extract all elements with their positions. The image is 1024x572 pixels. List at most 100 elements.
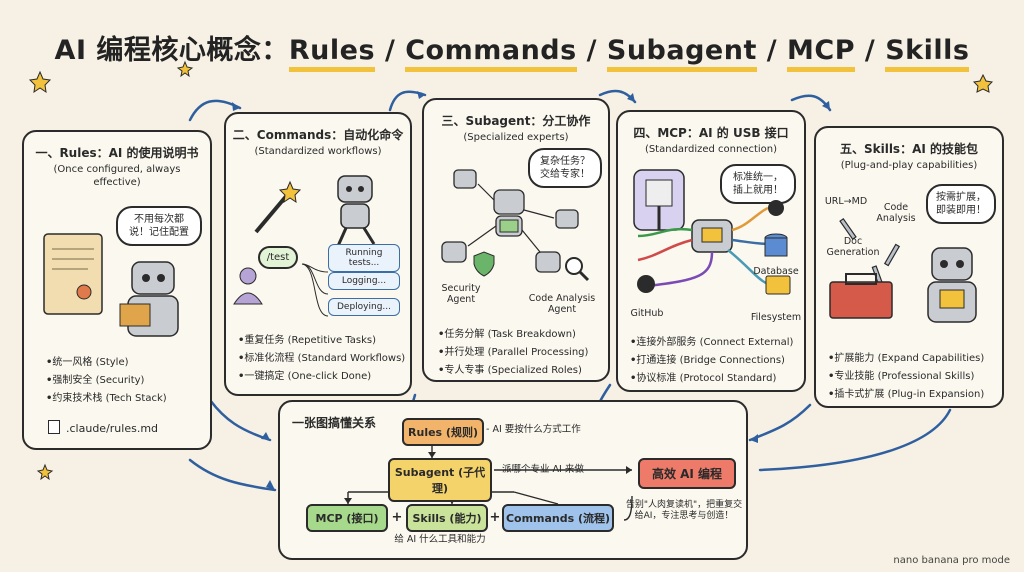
list-item: 连接外部服务 (Connect External) xyxy=(630,334,793,352)
magnifier-icon xyxy=(565,257,583,275)
tool-label-doc-generation: Doc Generation xyxy=(826,236,880,259)
flow-arrow xyxy=(748,403,812,442)
title-rules: Rules xyxy=(288,35,376,72)
title-commands: Commands xyxy=(405,35,577,72)
plus-sign: + xyxy=(391,510,403,525)
summary-commands-box: Commands (流程) xyxy=(502,504,614,532)
list-item: 扩展能力 (Expand Capabilities) xyxy=(828,350,984,368)
card-mcp: 四、MCP：AI 的 USB 接口 (Standardized connecti… xyxy=(616,110,806,392)
summary-rules-note: - AI 要按什么方式工作 xyxy=(486,424,581,435)
star-icon xyxy=(28,70,52,94)
connector-label-database: Database xyxy=(753,266,799,277)
step-pill: Running tests... xyxy=(328,244,400,272)
toolbox-icon xyxy=(829,273,893,319)
page-title: AI 编程核心概念：Rules / Commands / Subagent / … xyxy=(0,28,1024,72)
card-subagent-subtitle: (Specialized experts) xyxy=(463,132,569,143)
subagent-illustration xyxy=(441,169,590,282)
card-mcp-title: 四、MCP：AI 的 USB 接口 xyxy=(633,126,789,140)
arrow-head xyxy=(627,93,635,102)
list-item: 统一风格 (Style) xyxy=(46,354,167,372)
robot-icon xyxy=(453,169,477,189)
list-item: 协议标准 (Protocol Standard) xyxy=(630,370,793,388)
folder-icon xyxy=(765,275,791,295)
list-item: 一键搞定 (One-click Done) xyxy=(238,368,405,386)
summary-result-box: 高效 AI 编程 xyxy=(638,458,736,489)
list-item: 强制安全 (Security) xyxy=(46,372,167,390)
step-pill: Logging... xyxy=(328,272,400,290)
robot-icon xyxy=(336,175,376,247)
watermark: nano banana pro mode xyxy=(893,555,1010,566)
rules-file-path: .claude/rules.md xyxy=(66,422,159,435)
mcp-bullet-list: 连接外部服务 (Connect External) 打通连接 (Bridge C… xyxy=(630,334,793,388)
connector-label-github: GitHub xyxy=(630,308,664,319)
list-item: 约束技术栈 (Tech Stack) xyxy=(46,390,166,408)
plus-sign: + xyxy=(489,510,501,525)
title-subagent: Subagent xyxy=(606,35,757,72)
shield-icon xyxy=(473,251,495,277)
scroll-icon xyxy=(43,233,103,315)
summary-result-note: 告别"人肉复读机"，把重复交给AI，专注思考与创造！ xyxy=(625,500,743,521)
robot-icon xyxy=(535,251,561,273)
title-sep: / xyxy=(756,35,788,66)
card-rules-title: 一、Rules：AI 的使用说明书 xyxy=(35,146,199,160)
list-item: 插卡式扩展 (Plug-in Expansion) xyxy=(828,386,984,404)
usb-plug-icon xyxy=(633,169,685,231)
robot-icon xyxy=(927,247,977,323)
list-item: 打通连接 (Bridge Connections) xyxy=(630,352,793,370)
skills-speech-bubble: 按需扩展，即装即用！ xyxy=(926,184,996,224)
robot-icon xyxy=(555,209,579,229)
card-mcp-subtitle: (Standardized connection) xyxy=(644,144,778,155)
summary-skills-box: Skills (能力) xyxy=(406,504,488,532)
card-rules: 一、Rules：AI 的使用说明书 (Once configured, alwa… xyxy=(22,130,212,450)
connector-label-filesystem: Filesystem xyxy=(750,312,802,323)
card-commands-title: 二、Commands：自动化命令 xyxy=(232,128,404,142)
rules-file: .claude/rules.md xyxy=(48,420,158,435)
skills-illustration xyxy=(829,218,977,323)
github-icon xyxy=(637,275,655,293)
command-flow xyxy=(233,263,329,317)
mcp-illustration xyxy=(633,169,791,295)
list-item: 任务分解 (Task Breakdown) xyxy=(438,326,588,344)
flow-arrow xyxy=(188,458,277,492)
subagent-speech-bubble: 复杂任务？交给专家！ xyxy=(528,148,602,188)
star-icon xyxy=(972,73,994,93)
list-item: 并行处理 (Parallel Processing) xyxy=(438,344,588,362)
summary-bottom-note: 给 AI 什么工具和能力 xyxy=(394,534,486,545)
rules-speech-bubble: 不用每次都说！记住配置 xyxy=(116,206,202,246)
summary-mcp-box: MCP (接口) xyxy=(306,504,388,532)
card-skills-title: 五、Skills：AI 的技能包 xyxy=(839,142,979,156)
summary-subagent-box: Subagent (子代理) xyxy=(388,458,492,502)
arrow-head xyxy=(232,102,240,111)
arrow-head xyxy=(822,101,830,110)
command-bubble: /test xyxy=(258,246,298,269)
tool-label-url-md: URL→MD xyxy=(824,196,868,207)
card-skills: 五、Skills：AI 的技能包 (Plug-and-play capabili… xyxy=(814,126,1004,408)
star-icon xyxy=(176,60,194,78)
subagent-bullet-list: 任务分解 (Task Breakdown) 并行处理 (Parallel Pro… xyxy=(438,326,588,380)
agent-label-code-analysis: Code Analysis Agent xyxy=(528,293,596,316)
list-item: 专业技能 (Professional Skills) xyxy=(828,368,984,386)
list-item: 标准化流程 (Standard Workflows) xyxy=(238,350,405,368)
commands-bullet-list: 重复任务 (Repetitive Tasks) 标准化流程 (Standard … xyxy=(238,332,405,386)
summary-rules-box: Rules (规则) xyxy=(402,418,484,446)
flow-arrow xyxy=(758,408,952,472)
title-prefix: AI 编程核心概念： xyxy=(54,35,289,66)
summary-subagent-note: 派哪个专业 AI 来做 xyxy=(502,464,584,475)
rules-illustration xyxy=(43,233,179,337)
robot-icon xyxy=(691,219,733,253)
summary-title: 一张图搞懂关系 xyxy=(292,416,377,430)
arrow-head xyxy=(417,91,425,99)
user-icon xyxy=(233,267,263,305)
title-skills: Skills xyxy=(885,35,970,72)
agent-label-security: Security Agent xyxy=(441,283,481,306)
title-sep: / xyxy=(375,35,406,66)
file-icon xyxy=(48,420,60,434)
summary-panel: 一张图搞懂关系 Rules (规则) - AI 要按什么方式工作 Subagen… xyxy=(278,400,748,560)
github-icon xyxy=(768,200,784,216)
wrench-icon xyxy=(883,243,901,267)
title-mcp: MCP xyxy=(787,35,856,72)
mcp-speech-bubble: 标准统一，插上就用！ xyxy=(720,164,796,204)
tool-label-code-analysis: Code Analysis xyxy=(876,202,916,225)
title-sep: / xyxy=(855,35,886,66)
